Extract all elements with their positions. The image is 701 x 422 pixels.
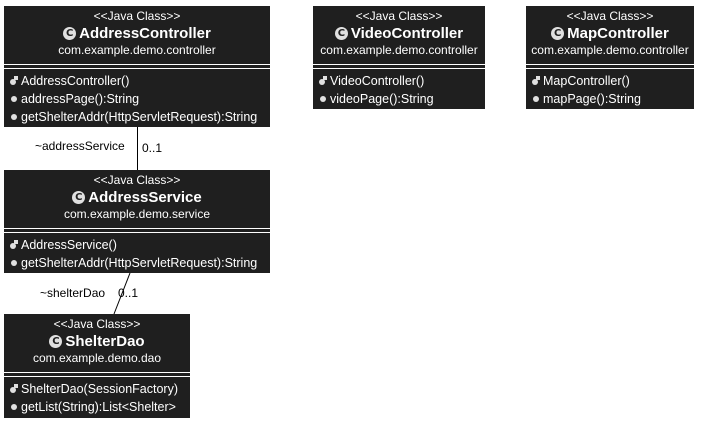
divider xyxy=(526,64,694,65)
public-method-icon xyxy=(11,404,17,410)
public-method-icon xyxy=(320,96,326,102)
class-header: <<Java Class>> C MapController com.examp… xyxy=(526,6,694,64)
divider xyxy=(313,64,485,65)
method-member: mapPage():String xyxy=(532,90,694,108)
class-icon: C xyxy=(551,27,565,40)
divider xyxy=(4,376,190,377)
class-name: AddressService xyxy=(88,188,202,206)
class-name: VideoController xyxy=(350,24,464,42)
public-method-icon xyxy=(11,96,17,102)
class-title: C AddressService xyxy=(4,188,270,207)
class-header: <<Java Class>> C ShelterDao com.example.… xyxy=(4,314,190,372)
method-member: getShelterAddr(HttpServletRequest):Strin… xyxy=(10,108,270,126)
class-title: C MapController xyxy=(526,24,694,43)
constructor-member: AddressController() xyxy=(10,72,270,90)
association-multiplicity-label: 0..1 xyxy=(142,141,163,155)
member-list: MapController() mapPage():String xyxy=(526,69,694,108)
association-role-label: ~shelterDao xyxy=(40,286,106,300)
constructor-member: VideoController() xyxy=(319,72,485,90)
class-name: ShelterDao xyxy=(65,332,145,350)
method-member: getShelterAddr(HttpServletRequest):Strin… xyxy=(10,254,270,272)
constructor-member: ShelterDao(SessionFactory) xyxy=(10,380,190,398)
stereotype-label: <<Java Class>> xyxy=(355,9,443,23)
method-member: addressPage():String xyxy=(10,90,270,108)
class-box-video-controller[interactable]: <<Java Class>> C VideoController com.exa… xyxy=(313,6,485,109)
class-box-address-controller[interactable]: <<Java Class>> C AddressController com.e… xyxy=(4,6,270,127)
public-method-icon xyxy=(11,260,17,266)
divider xyxy=(4,232,270,233)
stereotype-label: <<Java Class>> xyxy=(566,9,654,23)
constructor-icon xyxy=(10,76,18,86)
member-list: AddressController() addressPage():String… xyxy=(4,69,270,126)
class-box-address-service[interactable]: <<Java Class>> C AddressService com.exam… xyxy=(4,170,270,273)
package-name: com.example.demo.controller xyxy=(58,43,216,57)
stereotype-label: <<Java Class>> xyxy=(53,317,141,331)
public-method-icon xyxy=(11,114,17,120)
class-box-shelter-dao[interactable]: <<Java Class>> C ShelterDao com.example.… xyxy=(4,314,190,418)
method-member: getList(String):List<Shelter> xyxy=(10,398,190,416)
constructor-icon xyxy=(319,76,327,86)
public-method-icon xyxy=(533,96,539,102)
stereotype-label: <<Java Class>> xyxy=(93,9,181,23)
divider xyxy=(526,68,694,69)
class-box-map-controller[interactable]: <<Java Class>> C MapController com.examp… xyxy=(526,6,694,109)
constructor-member: AddressService() xyxy=(10,236,270,254)
package-name: com.example.demo.controller xyxy=(320,43,478,57)
class-title: C ShelterDao xyxy=(4,332,190,351)
stereotype-label: <<Java Class>> xyxy=(93,173,181,187)
member-list: ShelterDao(SessionFactory) getList(Strin… xyxy=(4,377,190,416)
member-list: VideoController() videoPage():String xyxy=(313,69,485,108)
class-title: C AddressController xyxy=(4,24,270,43)
divider xyxy=(4,228,270,229)
package-name: com.example.demo.controller xyxy=(531,43,689,57)
class-header: <<Java Class>> C AddressService com.exam… xyxy=(4,170,270,228)
association-line xyxy=(137,127,138,170)
class-icon: C xyxy=(72,191,86,204)
divider xyxy=(4,68,270,69)
class-header: <<Java Class>> C VideoController com.exa… xyxy=(313,6,485,64)
class-icon: C xyxy=(334,27,348,40)
association-multiplicity-label: 0..1 xyxy=(118,286,139,300)
constructor-icon xyxy=(532,76,540,86)
association-role-label: ~addressService xyxy=(35,139,125,153)
divider xyxy=(4,372,190,373)
constructor-member: MapController() xyxy=(532,72,694,90)
package-name: com.example.demo.service xyxy=(63,207,211,221)
constructor-icon xyxy=(10,384,18,394)
class-title: C VideoController xyxy=(313,24,485,43)
member-list: AddressService() getShelterAddr(HttpServ… xyxy=(4,233,270,272)
class-icon: C xyxy=(63,27,77,40)
class-name: MapController xyxy=(567,24,669,42)
class-name: AddressController xyxy=(79,24,211,42)
package-name: com.example.demo.dao xyxy=(32,351,162,365)
divider xyxy=(4,64,270,65)
class-header: <<Java Class>> C AddressController com.e… xyxy=(4,6,270,64)
divider xyxy=(313,68,485,69)
method-member: videoPage():String xyxy=(319,90,485,108)
constructor-icon xyxy=(10,240,18,250)
class-icon: C xyxy=(49,335,63,348)
